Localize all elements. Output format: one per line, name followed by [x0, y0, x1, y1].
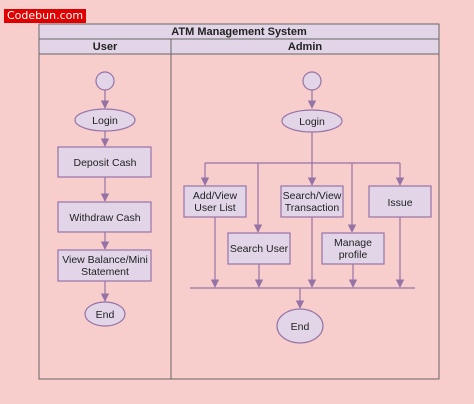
admin-start-node [302, 71, 322, 91]
issue-label: Issue [387, 197, 412, 209]
view-balance-label-line1: View Balance/Mini [62, 254, 148, 266]
codebun-logo: Codebun.com [4, 9, 87, 23]
user-start-node [95, 71, 115, 91]
admin-login-label: Login [299, 116, 325, 128]
search-view-label-line1: Search/View [283, 190, 342, 202]
admin-flow: Login Add/View User List Search User Sea… [183, 71, 432, 344]
diagram-title: ATM Management System [171, 26, 307, 38]
user-flow: Login Deposit Cash Withdraw Cash View Ba… [57, 71, 152, 327]
add-view-label-line2: User List [194, 202, 236, 214]
admin-end-label: End [291, 321, 310, 333]
deposit-cash-label: Deposit Cash [73, 157, 136, 169]
withdraw-cash-label: Withdraw Cash [69, 212, 140, 224]
search-user-label: Search User [230, 243, 289, 255]
manage-profile-label-line2: profile [339, 249, 368, 261]
admin-end-node [276, 308, 324, 344]
lane-user-header: User [93, 41, 118, 53]
search-user-node [227, 232, 291, 265]
view-balance-label-line2: Statement [81, 266, 129, 278]
user-end-label: End [96, 309, 115, 321]
search-view-label-line2: Transaction [285, 202, 340, 214]
user-end-node [84, 301, 126, 327]
lane-admin-header: Admin [288, 41, 323, 53]
user-login-label: Login [92, 115, 118, 127]
add-view-label-line1: Add/View [193, 190, 238, 202]
add-view-user-list-node [183, 185, 247, 218]
manage-profile-node [321, 232, 385, 265]
withdraw-cash-node [57, 201, 152, 233]
search-view-transaction-node [280, 185, 344, 218]
manage-profile-label-line1: Manage [334, 237, 372, 249]
